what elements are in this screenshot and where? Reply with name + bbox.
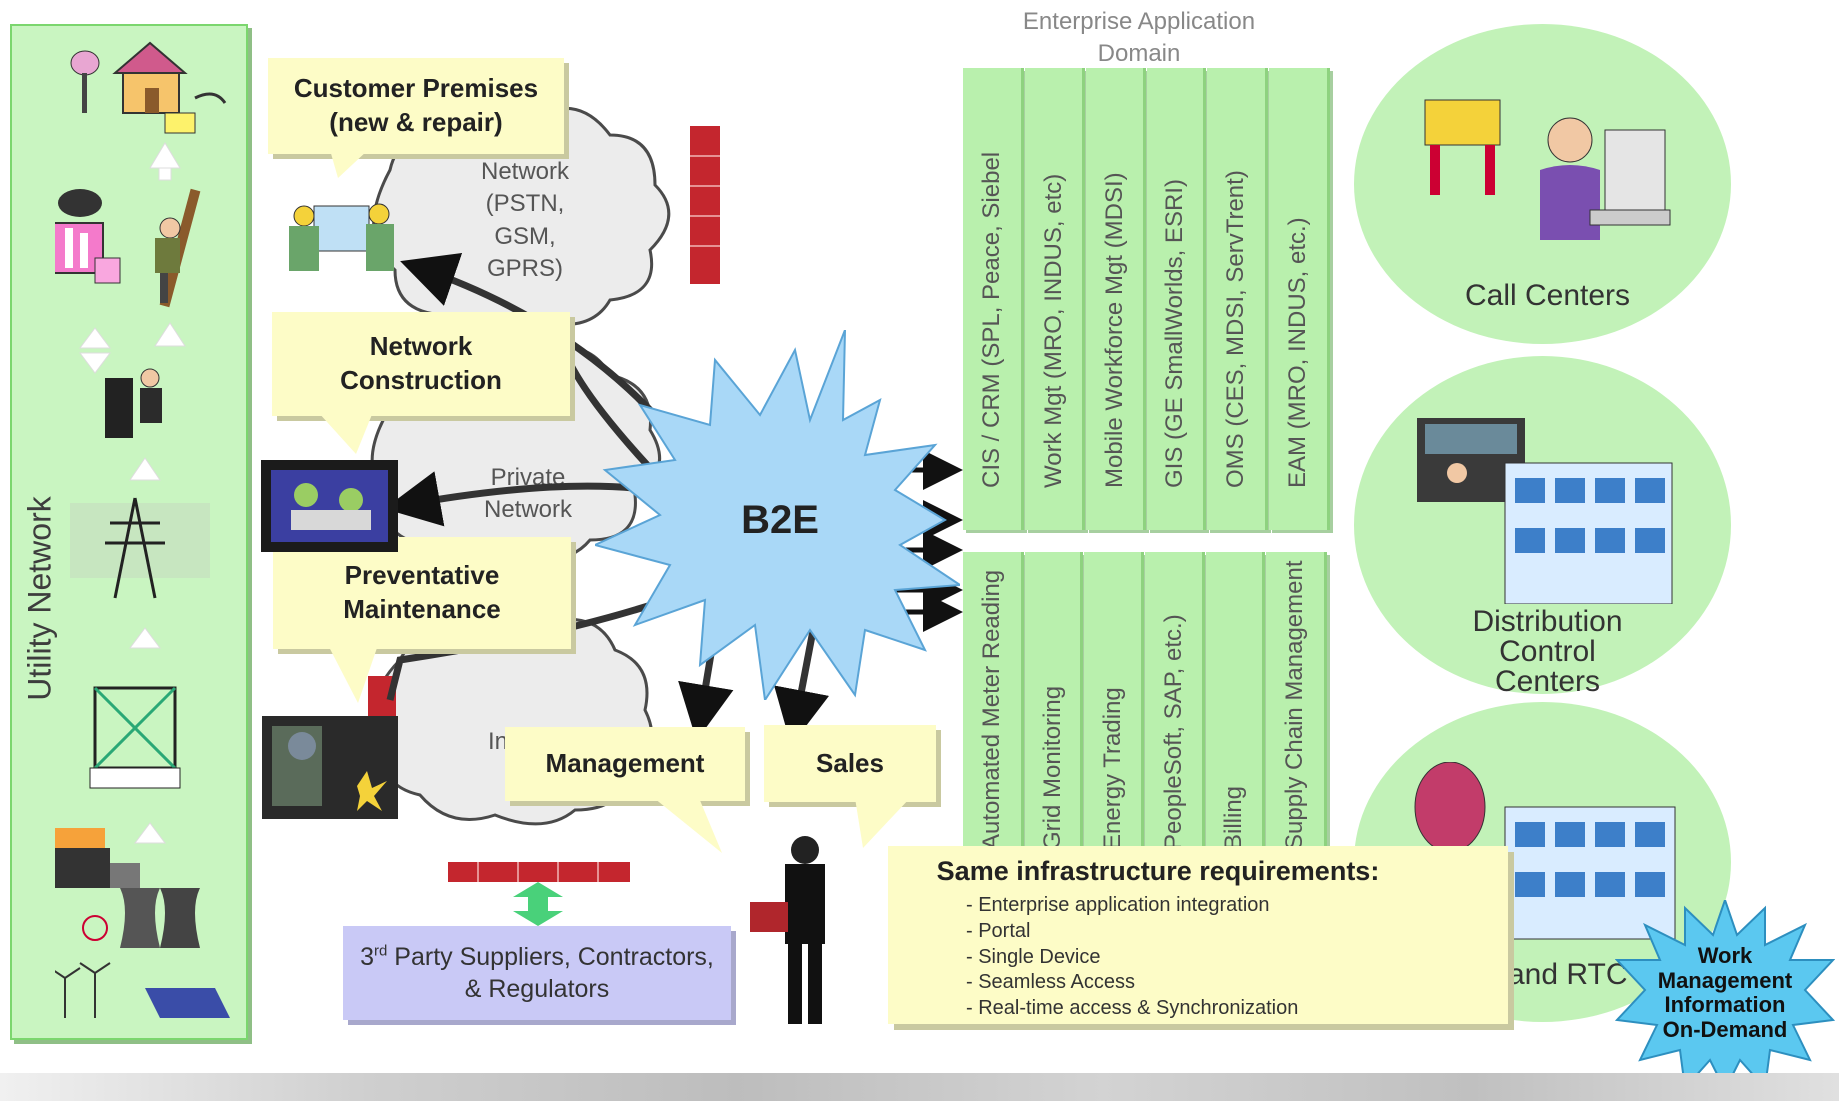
footer-bar [0, 1073, 1839, 1101]
callout-maintenance-tail [328, 645, 378, 703]
callout-construction-tail [318, 412, 373, 454]
wind-turbine-icon [55, 962, 111, 1018]
app-column-top: EAM (MRO, INDUS, etc.) [1269, 68, 1330, 530]
technician-icon [105, 368, 162, 438]
transmission-tower-icon [70, 497, 210, 599]
firewall-bottom-icon [448, 862, 630, 882]
lineman-icon [155, 188, 201, 308]
cloud-internet-text: In [487, 728, 508, 755]
callout-customer-premises: Customer Premises(new & repair) [268, 58, 564, 154]
requirement-item: - Real-time access & Synchronization [966, 997, 1299, 1019]
up-arrow-4-icon [129, 627, 161, 649]
updown-arrow-icon [513, 882, 563, 926]
app-column-label: CIS / CRM (SPL, Peace, Siebel [978, 151, 1005, 488]
control-room-icon [1417, 418, 1673, 604]
call-center-agent-icon [1424, 99, 1671, 240]
app-column-label: Energy Trading [1098, 687, 1126, 848]
app-column-bottom: Grid Monitoring [1025, 552, 1083, 848]
requirement-item: - Seamless Access [966, 971, 1135, 993]
app-column-bottom: PeopleSoft, SAP, etc.) [1145, 552, 1205, 848]
app-column-label: Grid Monitoring [1038, 685, 1066, 848]
firewall-top-icon [690, 126, 720, 284]
b2e-label: B2E [741, 498, 819, 542]
suppliers-box: 3rd Party Suppliers, Contractors, & Regu… [343, 926, 731, 1020]
app-column-label: Work Mgt (MRO, INDUS, etc) [1039, 173, 1067, 488]
app-column-top: CIS / CRM (SPL, Peace, Siebel [963, 68, 1024, 530]
welder-icon [262, 716, 398, 819]
app-column-bottom: Billing [1206, 552, 1265, 848]
app-column-top: Work Mgt (MRO, INDUS, etc) [1025, 68, 1085, 530]
requirements-title: Same infrastructure requirements: [936, 856, 1380, 886]
cloud-network-text: Network(PSTN, GSM,GPRS) [480, 158, 570, 283]
callout-management: Management [505, 727, 745, 801]
rtc-label: and RTC [1508, 958, 1628, 991]
requirement-item: - Single Device [966, 946, 1101, 968]
up-arrow-5-icon [134, 822, 166, 844]
app-column-label: PeopleSoft, SAP, etc.) [1159, 614, 1187, 848]
badge-starburst [1615, 900, 1835, 1090]
app-column-top: OMS (CES, MDSI, ServTrent) [1207, 68, 1268, 530]
app-column-label: Billing [1220, 785, 1247, 848]
house-icon [70, 41, 227, 134]
power-plant-icon [55, 189, 121, 284]
app-column-label: EAM (MRO, INDUS, etc.) [1284, 217, 1311, 488]
requirements-box: Same infrastructure requirements: - Ente… [888, 846, 1508, 1024]
up-arrow-2-icon [154, 322, 186, 347]
app-column-label: Automated Meter Reading [978, 569, 1005, 848]
callout-sales-tail [855, 798, 910, 848]
workers-blueprint-icon [289, 203, 394, 271]
app-column-label: Mobile Workforce Mgt (MDSI) [1100, 172, 1128, 488]
app-column-label: OMS (CES, MDSI, ServTrent) [1222, 170, 1249, 488]
app-column-bottom: Energy Trading [1084, 552, 1144, 848]
cooling-tower-icon [82, 888, 200, 948]
app-column-label: Supply Chain Management [1281, 560, 1308, 848]
businessman-icon [750, 836, 825, 1024]
substation-icon [89, 686, 181, 789]
factory-icon [55, 828, 140, 888]
app-column-bottom: Supply Chain Management [1266, 552, 1327, 848]
requirement-item: - Enterprise application integration [966, 894, 1270, 916]
rtc-control-icon [1414, 762, 1676, 940]
construction-planning-icon [261, 460, 398, 552]
app-column-top: Mobile Workforce Mgt (MDSI) [1086, 68, 1146, 530]
solar-panel-icon [145, 988, 230, 1018]
callout-sales: Sales [764, 725, 936, 802]
app-column-label: GIS (GE SmallWorlds, ESRI) [1161, 179, 1188, 488]
requirement-item: - Portal [966, 920, 1031, 942]
utility-clipart [55, 41, 230, 1018]
callout-customer-tail [330, 150, 368, 178]
up-down-arrow-icon [79, 327, 111, 349]
callout-management-tail [654, 798, 722, 853]
up-arrow-3-icon [129, 457, 161, 481]
app-column-top: GIS (GE SmallWorlds, ESRI) [1147, 68, 1206, 530]
b2e-starburst [595, 330, 960, 700]
app-column-bottom: Automated Meter Reading [963, 552, 1024, 848]
call-centers-label: Call Centers [1464, 279, 1631, 312]
